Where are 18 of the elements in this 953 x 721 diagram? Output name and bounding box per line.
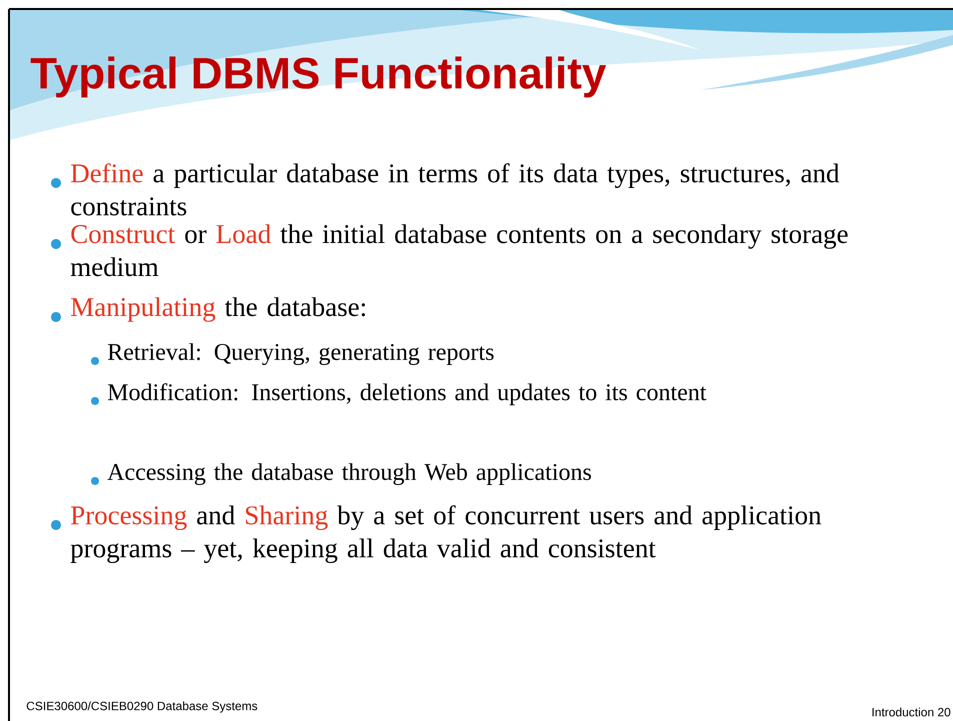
label: the initial database contents on a secondary storage xyxy=(280,224,848,249)
label: and xyxy=(197,505,235,524)
bullet-text: Retrieval: Querying, generating reports xyxy=(108,343,494,366)
footer-text: CSIE30600/CSIEB0290 Database Systems xyxy=(26,701,258,713)
label: Processing xyxy=(70,506,187,530)
bullet-text: Modification: Insertions, deletions and updates to its content xyxy=(108,383,706,406)
label: programs – yet, keeping all data valid and consistent xyxy=(70,538,656,564)
label: Construct xyxy=(71,225,176,244)
label: medium xyxy=(70,257,158,276)
label: or xyxy=(185,230,206,244)
bullet-text: Accessing the database through Web applications xyxy=(107,463,591,486)
bullet-text: Processing and Sharing by a set of concurrent users and application programs – yet, keeping all data valid and consistent xyxy=(70,505,822,564)
label: Sharing xyxy=(246,505,328,530)
bullet-text: Manipulating the database: xyxy=(70,297,365,322)
label: by a set of concurrent users and application xyxy=(337,505,822,530)
footer-text: Introduction 20 xyxy=(872,708,950,716)
label: Load xyxy=(216,224,271,244)
slide-title: Typical DBMS Functionality xyxy=(30,56,606,98)
